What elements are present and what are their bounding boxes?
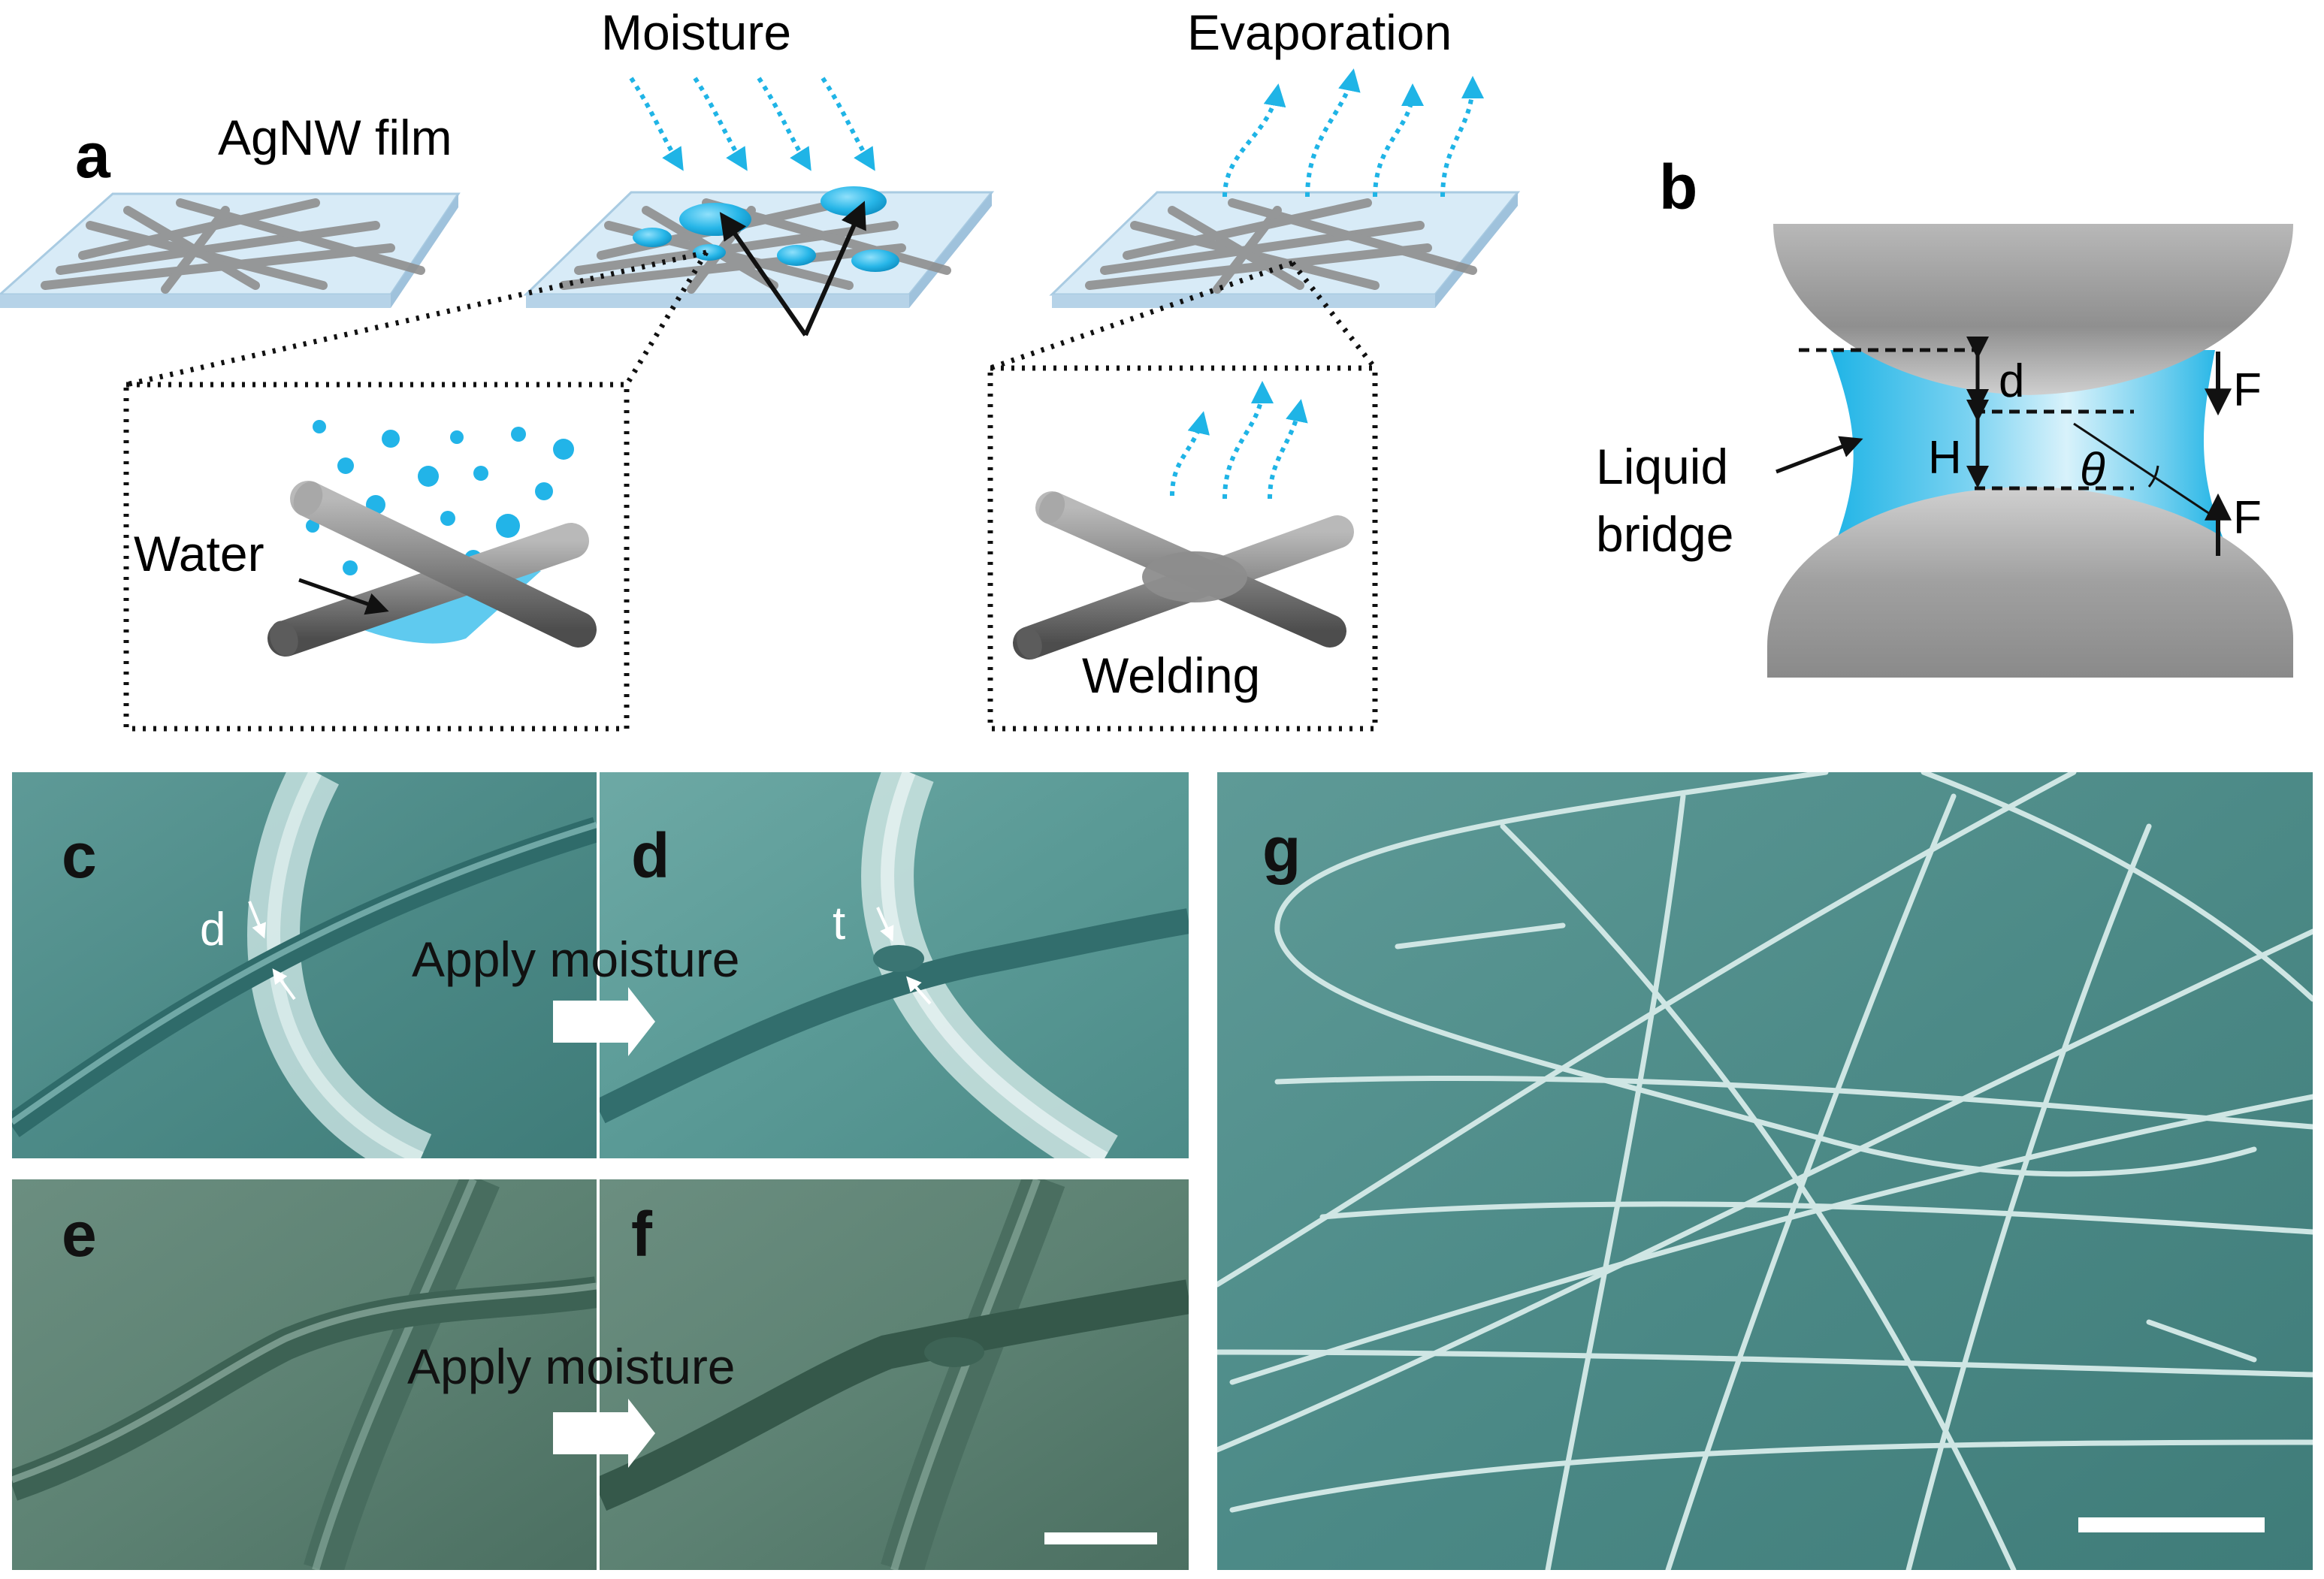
apply-moisture-bottom: Apply moisture [407, 1339, 736, 1468]
zoom-lines [125, 249, 1377, 388]
panel-g: g [1217, 772, 2313, 1570]
panel-a: a AgNW film Moisture Evaporation [0, 5, 1521, 732]
substrate-moisture [523, 186, 995, 308]
panel-c: c d [12, 772, 597, 1158]
force-top-label: F [2233, 364, 2262, 416]
substrate-evaporation [1049, 191, 1521, 308]
wire-upper [290, 481, 597, 648]
agnw-film-label: AgNW film [218, 110, 452, 165]
bottom-particle [1767, 487, 2293, 678]
h-label-b: H [1928, 432, 1962, 484]
theta-label: θ [2080, 444, 2105, 496]
panel-e: e [12, 1179, 597, 1570]
panel-letter-d: d [631, 820, 669, 891]
panel-letter-e: e [62, 1199, 97, 1270]
panel-letter-c: c [62, 820, 97, 891]
moisture-label: Moisture [601, 5, 791, 60]
t-label-d: t [833, 898, 845, 950]
evaporation-arrows [1222, 68, 1484, 198]
apply-moisture-top: Apply moisture [412, 931, 740, 1056]
d-label-b: d [1999, 355, 2024, 407]
panel-letter-g: g [1262, 814, 1301, 885]
apply-moisture-label-top: Apply moisture [412, 931, 740, 987]
apply-moisture-label-bottom: Apply moisture [407, 1339, 736, 1394]
panel-letter-b: b [1659, 152, 1697, 222]
zoom-box-water: Water [123, 382, 630, 732]
zoom-box-welding: Welding [987, 365, 1378, 732]
liquid-bridge-label-line1: Liquid [1596, 439, 1728, 494]
apply-moisture-arrow-bottom [553, 1399, 655, 1468]
panel-d: d t [600, 772, 1189, 1158]
water-label: Water [134, 526, 264, 581]
panel-letter-f: f [631, 1199, 653, 1270]
nanowire-network [1217, 772, 2313, 1570]
moisture-arrows [629, 77, 875, 171]
scale-bar-g [2078, 1517, 2265, 1532]
liquid-bridge [1830, 350, 2224, 541]
evaporation-label: Evaporation [1187, 5, 1452, 60]
force-bottom-label: F [2233, 492, 2262, 544]
substrate-pristine [0, 192, 461, 308]
liquid-bridge-label-line2: bridge [1596, 506, 1733, 562]
apply-moisture-arrow-top [553, 987, 655, 1056]
d-label-c: d [200, 904, 225, 956]
top-particle [1773, 224, 2293, 395]
welding-label: Welding [1082, 648, 1260, 703]
wire-lower [267, 523, 589, 657]
panel-b: b θ d H F F Liquid bridge [1596, 152, 2293, 678]
droplet-pointer-arrows [719, 201, 866, 337]
panel-letter-a: a [75, 120, 111, 191]
scale-bar-f [1044, 1532, 1157, 1544]
panel-f: f [600, 1179, 1189, 1570]
